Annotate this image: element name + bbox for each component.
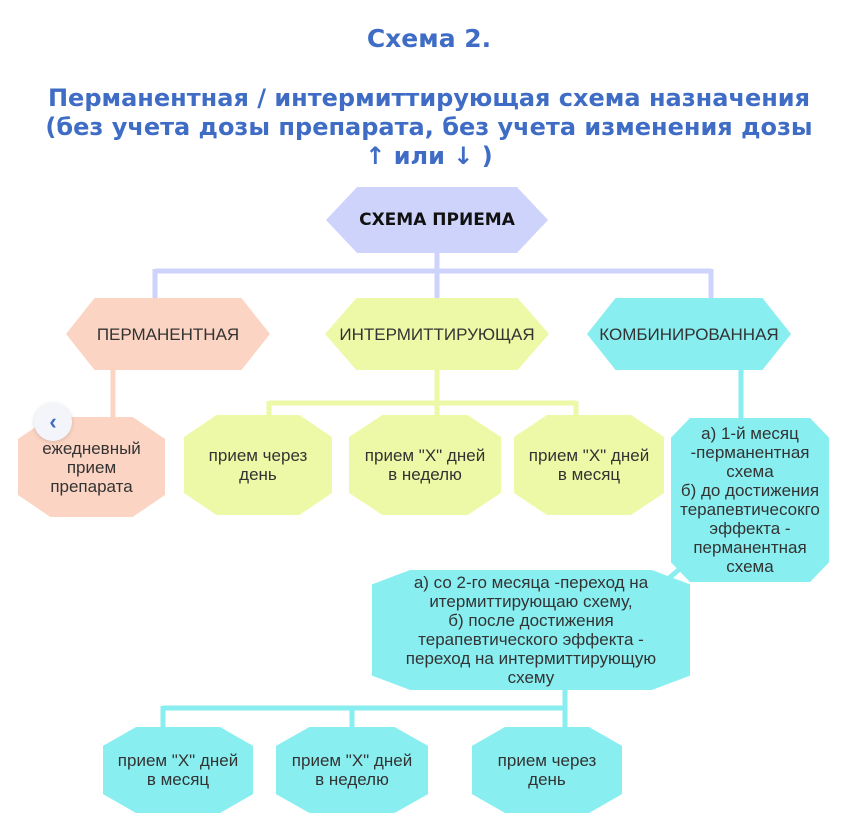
node-bottom-x-days-week-label: прием "Х" дней в неделю bbox=[291, 751, 413, 789]
chevron-left-icon: ‹ bbox=[49, 409, 57, 434]
node-root: СХЕМА ПРИЕМА bbox=[326, 187, 548, 253]
node-root-label: СХЕМА ПРИЕМА bbox=[359, 209, 515, 230]
node-intermittent-label: ИНТЕРМИТТИРУЮЩАЯ bbox=[339, 324, 535, 344]
back-button[interactable]: ‹ bbox=[34, 403, 72, 441]
node-x-days-month: прием "Х" дней в месяц bbox=[514, 415, 664, 515]
page-subtitle: Перманентная / интермиттирующая схема на… bbox=[0, 84, 858, 171]
node-intermittent: ИНТЕРМИТТИРУЮЩАЯ bbox=[325, 298, 549, 370]
node-bottom-every-other-day: прием через день bbox=[472, 727, 622, 813]
node-permanent: ПЕРМАНЕНТНАЯ bbox=[66, 298, 270, 370]
node-x-days-month-label: прием "Х" дней в месяц bbox=[528, 446, 650, 484]
node-bottom-x-days-month-label: прием "Х" дней в месяц bbox=[117, 751, 239, 789]
page-title: Схема 2. bbox=[366, 24, 492, 53]
combined-connectors bbox=[160, 369, 744, 730]
node-combined-phase1: а) 1-й месяц -перманентная схема б) до д… bbox=[671, 418, 829, 582]
node-daily-label: ежедневный прием препарата bbox=[42, 438, 141, 496]
node-combined: КОМБИНИРОВАННАЯ bbox=[587, 298, 791, 370]
node-bottom-x-days-month: прием "Х" дней в месяц bbox=[103, 727, 253, 813]
node-bottom-every-other-day-label: прием через день bbox=[497, 751, 597, 789]
node-combined-phase1-label: а) 1-й месяц -перманентная схема б) до д… bbox=[680, 424, 820, 576]
node-every-other-day: прием через день bbox=[184, 415, 332, 515]
subtitle-text: Перманентная / интермиттирующая схема на… bbox=[45, 84, 813, 170]
intermittent-connectors bbox=[266, 369, 579, 418]
node-combined-phase2-label: а) со 2-го месяца -переход на итермиттир… bbox=[405, 573, 657, 687]
root-connectors bbox=[152, 250, 714, 300]
node-combined-label: КОМБИНИРОВАННАЯ bbox=[599, 324, 779, 344]
node-bottom-x-days-week: прием "Х" дней в неделю bbox=[276, 727, 428, 813]
node-combined-phase2: а) со 2-го месяца -переход на итермиттир… bbox=[372, 570, 690, 690]
node-permanent-label: ПЕРМАНЕНТНАЯ bbox=[96, 324, 240, 344]
node-every-other-day-label: прием через день bbox=[208, 446, 308, 484]
node-x-days-week: прием "Х" дней в неделю bbox=[349, 415, 501, 515]
node-x-days-week-label: прием "Х" дней в неделю bbox=[364, 446, 486, 484]
